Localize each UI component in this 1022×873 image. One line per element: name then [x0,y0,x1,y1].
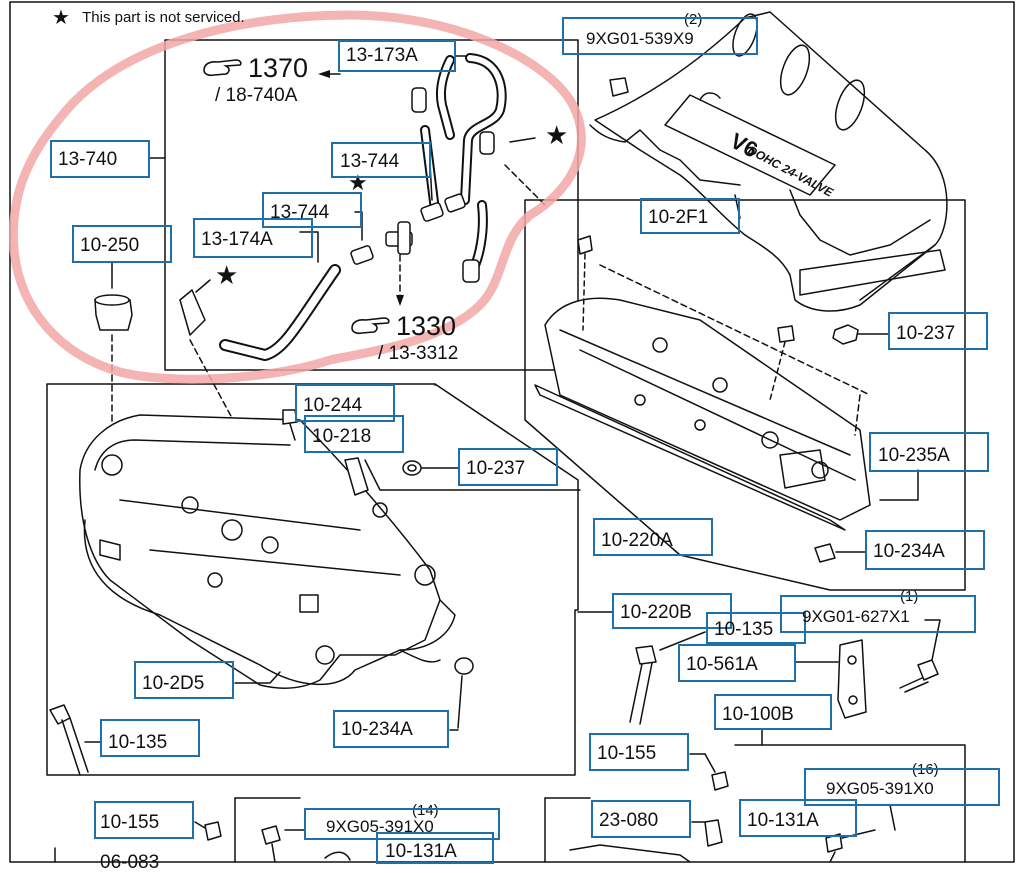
callout-10-244[interactable] [295,384,395,422]
callout-10-100b[interactable] [714,694,832,730]
callout-13-174a-label: 13-174A [201,229,273,250]
callout-9xg01-627x1[interactable] [780,595,976,633]
highlight-ring [8,10,586,384]
callout-13-744-upper[interactable] [331,142,431,178]
callout-10-250[interactable] [72,225,172,263]
callout-9xg01-539x9-label: 9XG01-539X9 [586,29,694,48]
callout-10-2d5[interactable] [134,661,234,699]
callout-10-155-center[interactable] [589,733,689,771]
part-ref-1330[interactable]: 1330 [396,311,457,341]
right-valve-cover-drawing [534,297,871,531]
star-icon: ★ [545,120,569,150]
callout-9xg05-391x0-right[interactable] [804,768,1000,806]
callout-10-220a-label: 10-220A [601,530,673,551]
callout-23-080-label: 23-080 [599,810,659,831]
callout-9xg01-539x9[interactable] [562,17,758,55]
callout-10-234a-right-label: 10-234A [873,541,945,562]
part-ref-1330-sub: / 13-3312 [378,343,459,364]
callout-10-2d5-label: 10-2D5 [142,673,205,694]
callout-10-220b[interactable] [612,593,732,629]
callout-10-2f1-label: 10-2F1 [648,207,709,228]
callout-13-744-upper-label: 13-744 [340,151,400,172]
callout-10-244-label: 10-244 [303,395,363,416]
callout-13-173a-label: 13-173A [346,45,418,66]
callout-10-155-left[interactable] [94,801,194,839]
engine-cover-drawing [589,11,948,312]
callout-10-218-label: 10-218 [312,426,372,447]
quantity-label: (14) [412,802,439,819]
part-ref-1370-sub: / 18-740A [215,85,298,106]
callout-13-740-label: 13-740 [58,149,118,170]
callout-9xg05-391x0-left-label: 9XG05-391X0 [326,817,434,836]
callout-10-237-right[interactable] [888,312,988,350]
callout-10-237-right-label: 10-237 [896,323,956,344]
page-frame [9,1,1015,863]
note-not-serviced: ★ This part is not serviced. [52,8,245,28]
part-ref-1370[interactable]: 1370 [248,53,309,83]
callout-10-2f1[interactable] [640,198,740,234]
callout-cut-bottom-label: 06-083 [100,852,160,873]
callout-10-155-left-label: 10-155 [100,812,160,833]
callout-23-080[interactable] [591,800,691,838]
callout-10-131a-right[interactable] [739,799,857,837]
callout-13-174a[interactable] [193,218,313,258]
callout-10-131a-left[interactable] [376,832,494,864]
callout-10-155-center-label: 10-155 [597,743,657,764]
note-text: This part is not serviced. [82,9,245,26]
callout-13-173a[interactable] [338,40,456,72]
pointing-hand-icon [203,59,242,77]
callout-10-561a[interactable] [678,644,796,682]
star-icon: ★ [52,7,70,29]
callout-10-235a[interactable] [869,432,989,472]
callout-10-135-left[interactable] [100,719,200,757]
callout-10-220a[interactable] [593,518,713,556]
callout-10-234a-lower-label: 10-234A [341,719,413,740]
callout-9xg01-627x1-label: 9XG01-627X1 [802,607,910,626]
callout-10-218[interactable] [304,415,404,453]
callout-10-135-center[interactable] [706,612,806,644]
callout-10-220b-label: 10-220B [620,602,692,623]
callout-10-237-center-label: 10-237 [466,458,526,479]
callout-13-740[interactable] [50,140,150,178]
callout-13-744-lower-label: 13-744 [270,202,330,223]
callout-10-237-center[interactable] [458,448,558,486]
callout-10-250-label: 10-250 [80,235,140,256]
callout-9xg05-391x0-left[interactable] [304,808,500,840]
callout-10-561a-label: 10-561A [686,654,758,675]
callout-10-100b-label: 10-100B [722,704,794,725]
callout-10-135-center-label: 10-135 [714,619,774,640]
callout-10-131a-right-label: 10-131A [747,810,819,831]
pointing-hand-icon [351,317,390,335]
quantity-label: (2) [684,11,703,28]
left-valve-cover-drawing [79,414,456,690]
callout-10-135-left-label: 10-135 [108,732,168,753]
callout-10-131a-left-label: 10-131A [385,841,457,862]
star-icon: ★ [215,260,239,290]
callout-10-234a-lower[interactable] [333,710,449,748]
callout-10-234a-right[interactable] [865,530,985,570]
callout-9xg05-391x0-right-label: 9XG05-391X0 [826,779,934,798]
callout-10-235a-label: 10-235A [878,445,950,466]
